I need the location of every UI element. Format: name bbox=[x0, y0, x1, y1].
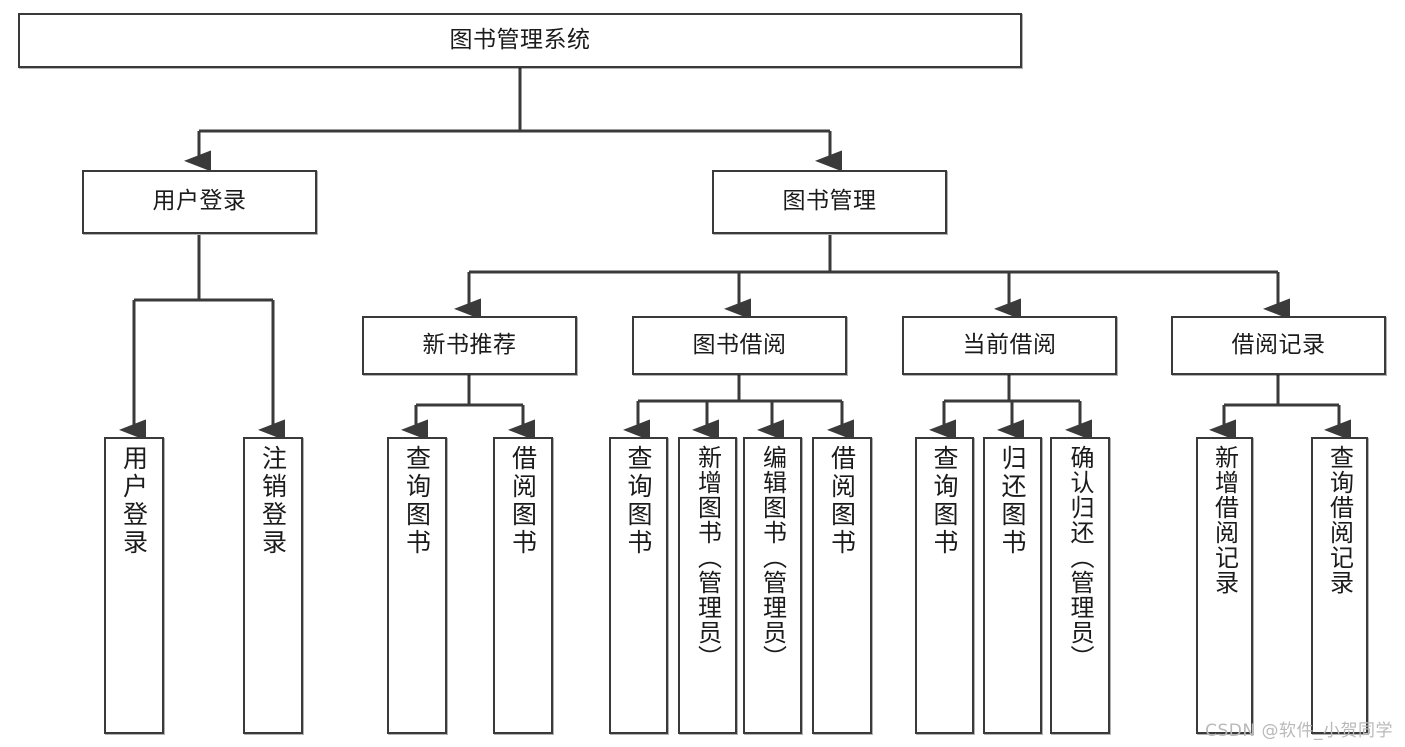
node-label: 用户登录 bbox=[152, 188, 247, 215]
node-new-book-recommend[interactable]: 新书推荐 bbox=[362, 316, 577, 375]
node-label: 注销登录 bbox=[258, 445, 288, 557]
leaf-borrow-records-add[interactable]: 新增借阅记录 bbox=[1196, 437, 1253, 734]
leaf-book-borrow-borrow[interactable]: 借阅图书 bbox=[812, 437, 872, 734]
leaf-user-login-signout[interactable]: 注销登录 bbox=[243, 437, 303, 734]
leaf-new-book-borrow[interactable]: 借阅图书 bbox=[493, 437, 553, 734]
node-label: 当前借阅 bbox=[962, 331, 1057, 358]
leaf-book-borrow-add[interactable]: 新增图书（管理员） bbox=[678, 437, 737, 734]
node-label: 查询图书 bbox=[930, 445, 959, 557]
leaf-book-borrow-query[interactable]: 查询图书 bbox=[609, 437, 668, 734]
node-borrow-records[interactable]: 借阅记录 bbox=[1171, 316, 1386, 375]
node-label: 确认归还（管理员） bbox=[1066, 445, 1094, 670]
node-label: 归还图书 bbox=[998, 445, 1027, 557]
node-label: 查询图书 bbox=[402, 445, 432, 557]
node-book-management[interactable]: 图书管理 bbox=[712, 170, 947, 234]
node-label: 新书推荐 bbox=[422, 331, 517, 358]
leaf-user-login-signin[interactable]: 用户登录 bbox=[104, 437, 164, 734]
node-label: 查询图书 bbox=[624, 445, 653, 557]
leaf-borrow-records-query[interactable]: 查询借阅记录 bbox=[1311, 437, 1368, 734]
node-label: 借阅图书 bbox=[827, 445, 857, 557]
node-label: 图书管理系统 bbox=[449, 26, 591, 53]
node-label: 借阅记录 bbox=[1231, 331, 1326, 358]
node-label: 新增借阅记录 bbox=[1210, 445, 1239, 595]
leaf-new-book-query[interactable]: 查询图书 bbox=[387, 437, 447, 734]
csdn-watermark: CSDN @软件_小贺同学 bbox=[1205, 721, 1393, 741]
leaf-current-borrow-return[interactable]: 归还图书 bbox=[983, 437, 1042, 734]
node-book-borrow[interactable]: 图书借阅 bbox=[632, 316, 847, 375]
node-user-login[interactable]: 用户登录 bbox=[82, 170, 317, 234]
node-label: 编辑图书（管理员） bbox=[758, 445, 787, 670]
node-label: 用户登录 bbox=[119, 445, 149, 557]
leaf-book-borrow-edit[interactable]: 编辑图书（管理员） bbox=[743, 437, 802, 734]
node-label: 图书借阅 bbox=[692, 331, 787, 358]
node-current-borrow[interactable]: 当前借阅 bbox=[902, 316, 1117, 375]
node-label: 查询借阅记录 bbox=[1325, 445, 1354, 595]
node-label: 新增图书（管理员） bbox=[693, 445, 722, 670]
node-label: 图书管理 bbox=[782, 188, 877, 215]
leaf-current-borrow-confirm[interactable]: 确认归还（管理员） bbox=[1050, 437, 1110, 734]
node-root-system[interactable]: 图书管理系统 bbox=[18, 13, 1022, 68]
node-label: 借阅图书 bbox=[508, 445, 538, 557]
leaf-current-borrow-query[interactable]: 查询图书 bbox=[915, 437, 974, 734]
